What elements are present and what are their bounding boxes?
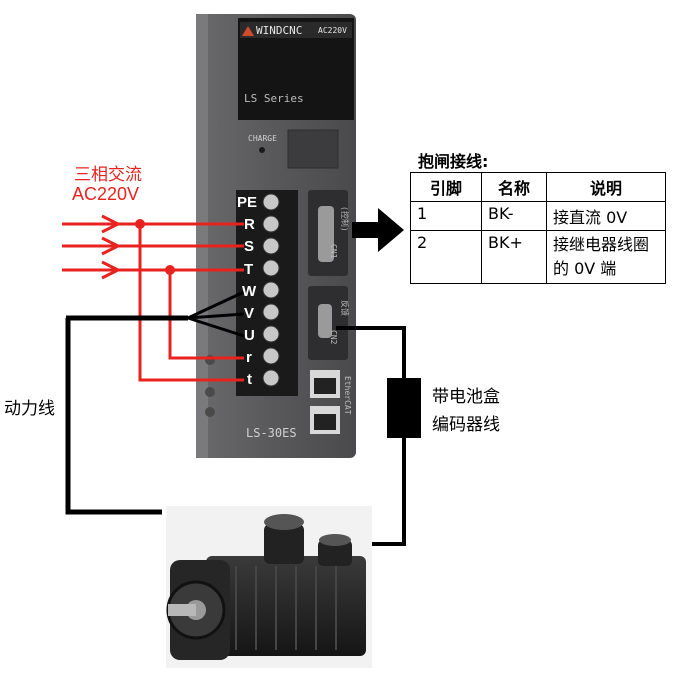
table-row: 1 BK- 接直流 0V bbox=[410, 201, 666, 231]
arrow-right-icon bbox=[352, 208, 404, 252]
row2-name: BK+ bbox=[481, 230, 547, 284]
charge-lamp-icon bbox=[259, 147, 265, 153]
terminal-r: R bbox=[244, 216, 255, 233]
encoder-cable-label-2: 编码器线 bbox=[432, 415, 500, 435]
terminal-r-lower: r bbox=[246, 349, 252, 366]
terminal-pe: PE bbox=[237, 194, 258, 211]
table-header-row: 引脚 名称 说明 bbox=[410, 172, 666, 202]
row1-name: BK- bbox=[481, 201, 547, 231]
terminal-w: W bbox=[242, 283, 257, 300]
header-pin: 引脚 bbox=[410, 172, 482, 202]
cn1-tag: (控制) bbox=[340, 206, 349, 232]
ethercat-label: EtherCAT bbox=[343, 376, 352, 415]
brand-logo-icon bbox=[242, 26, 254, 36]
servo-drive bbox=[196, 14, 356, 458]
terminal-t: T bbox=[244, 261, 254, 278]
cn2-tag: 反馈 bbox=[340, 300, 349, 316]
servo-motor bbox=[166, 506, 372, 668]
terminal-t-lower: t bbox=[247, 371, 252, 388]
terminal-s: S bbox=[244, 238, 255, 255]
brake-wiring-table: 引脚 名称 说明 1 BK- 接直流 0V 2 BK+ 接继电器线圈的 0V 端 bbox=[410, 172, 666, 284]
charge-label: CHARGE bbox=[248, 134, 277, 143]
terminal-u: U bbox=[244, 327, 255, 344]
power-cable bbox=[65, 290, 245, 515]
row2-desc: 接继电器线圈的 0V 端 bbox=[546, 230, 666, 284]
row1-desc: 接直流 0V bbox=[546, 201, 666, 231]
cn2-label: CN2 bbox=[329, 330, 338, 345]
row2-pin: 2 bbox=[410, 230, 482, 284]
terminal-v: V bbox=[244, 305, 255, 322]
table-row: 2 BK+ 接继电器线圈的 0V 端 bbox=[410, 230, 666, 284]
header-name: 名称 bbox=[481, 172, 547, 202]
drive-voltage: AC220V bbox=[318, 26, 347, 35]
cn1-label: CN1 bbox=[329, 244, 338, 259]
row1-pin: 1 bbox=[410, 201, 482, 231]
encoder-cable-label-1: 带电池盒 bbox=[432, 387, 500, 407]
brake-table-title: 抱闸接线: bbox=[418, 152, 489, 171]
drive-series: LS Series bbox=[244, 92, 304, 105]
supply-label: 三相交流 bbox=[74, 165, 142, 185]
power-cable-label: 动力线 bbox=[4, 399, 55, 419]
drive-brand: WINDCNC bbox=[256, 24, 303, 37]
supply-wires bbox=[62, 214, 244, 382]
battery-box bbox=[387, 378, 421, 438]
supply-voltage: AC220V bbox=[72, 184, 140, 204]
header-desc: 说明 bbox=[546, 172, 666, 202]
drive-model: LS-30ES bbox=[246, 426, 297, 440]
